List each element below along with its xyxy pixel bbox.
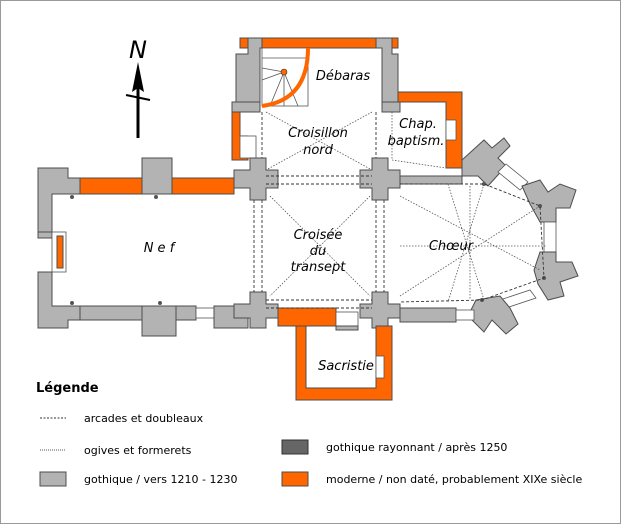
legend: Légende arcades et doubleaux ogives et f… (36, 381, 582, 487)
north-arrow-icon: N (125, 36, 151, 138)
label-croisee-line2: du (310, 244, 327, 259)
legend-label-ogives: ogives et formerets (84, 444, 192, 457)
label-choeur: Chœur (429, 239, 475, 254)
label-nef: N e f (144, 241, 177, 256)
label-chap-line2: baptism. (388, 134, 445, 149)
crossing-piers (233, 157, 401, 329)
label-sacristie: Sacristie (318, 359, 374, 374)
legend-label-rayonnant: gothique rayonnant / après 1250 (326, 441, 507, 454)
label-croisee-line1: Croisée (294, 228, 343, 243)
legend-title: Légende (36, 381, 99, 396)
label-chap-line1: Chap. (399, 117, 437, 132)
sacristie-walls (295, 325, 393, 401)
nave-walls (37, 157, 249, 337)
choir-walls (399, 137, 579, 335)
label-croisee-line3: transept (291, 260, 347, 275)
legend-label-arcades: arcades et doubleaux (84, 412, 204, 425)
debaras-block (231, 37, 463, 169)
legend-swatch-gothique (39, 471, 67, 487)
label-croisillon-line1: Croisillon (288, 126, 348, 141)
legend-label-gothique: gothique / vers 1210 - 1230 (84, 473, 237, 486)
room-labels: Débaras Croisillon nord Chap. baptism. C… (144, 69, 475, 374)
legend-swatch-rayonnant (281, 439, 309, 455)
vault-lines (253, 111, 546, 309)
legend-label-moderne: moderne / non daté, probablement XIXe si… (326, 473, 582, 486)
label-debaras: Débaras (316, 69, 371, 84)
label-croisillon-line2: nord (303, 143, 334, 158)
north-label: N (129, 36, 147, 64)
legend-swatch-moderne (281, 471, 309, 487)
